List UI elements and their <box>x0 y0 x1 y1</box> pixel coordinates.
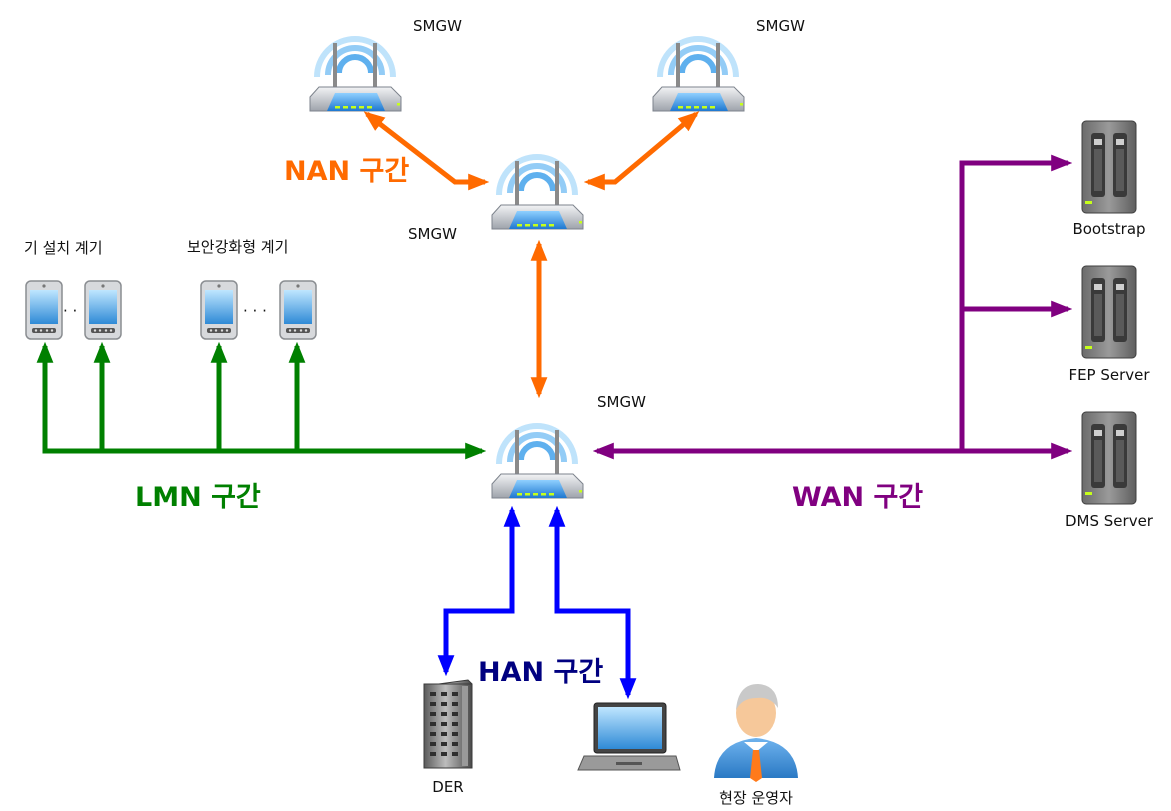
fep-server-label: FEP Server <box>1068 366 1150 384</box>
fep-server-icon <box>1081 265 1137 359</box>
router-icon <box>653 39 744 111</box>
nan-zone-label: NAN 구간 <box>284 156 409 187</box>
router-icon <box>492 157 583 229</box>
der-tower-icon <box>423 679 473 769</box>
han-zone-label: HAN 구간 <box>478 657 603 688</box>
smart-meter-icon <box>200 280 238 340</box>
connections <box>36 111 1073 700</box>
smart-meter-icon <box>84 280 122 340</box>
router-icon <box>310 39 401 111</box>
smgw-top-left-label: SMGW <box>413 17 462 35</box>
bootstrap-server-icon <box>1081 120 1137 214</box>
smart-meter-icon <box>279 280 317 340</box>
smgw-middle-label: SMGW <box>408 225 457 243</box>
wan-link-bootstrap <box>959 154 1073 451</box>
smart-meter-icon <box>25 280 63 340</box>
der-label: DER <box>432 778 463 796</box>
security-meters-label: 보안강화형 계기 <box>187 238 288 256</box>
dms-server-label: DMS Server <box>1065 512 1154 530</box>
smgw-top-right-label: SMGW <box>756 17 805 35</box>
han-link-der <box>437 505 521 677</box>
smgw-main-label: SMGW <box>597 393 646 411</box>
laptop-icon <box>577 702 681 771</box>
field-operator-label: 현장 운영자 <box>719 789 793 807</box>
lmn-zone-label: LMN 구간 <box>135 482 261 513</box>
han-link-laptop <box>548 505 637 700</box>
router-icon <box>492 426 583 498</box>
nan-link-top-right <box>583 111 700 191</box>
bootstrap-label: Bootstrap <box>1072 220 1145 238</box>
wan-zone-label: WAN 구간 <box>792 482 923 513</box>
installed-meters-ellipsis: · · <box>63 302 77 320</box>
installed-meters-label: 기 설치 계기 <box>24 239 103 257</box>
operator-person-icon <box>714 684 798 782</box>
nan-link-top-left <box>363 111 490 191</box>
lmn-bus <box>36 341 487 460</box>
security-meters-ellipsis: · · · <box>243 302 267 320</box>
dms-server-icon <box>1081 411 1137 505</box>
